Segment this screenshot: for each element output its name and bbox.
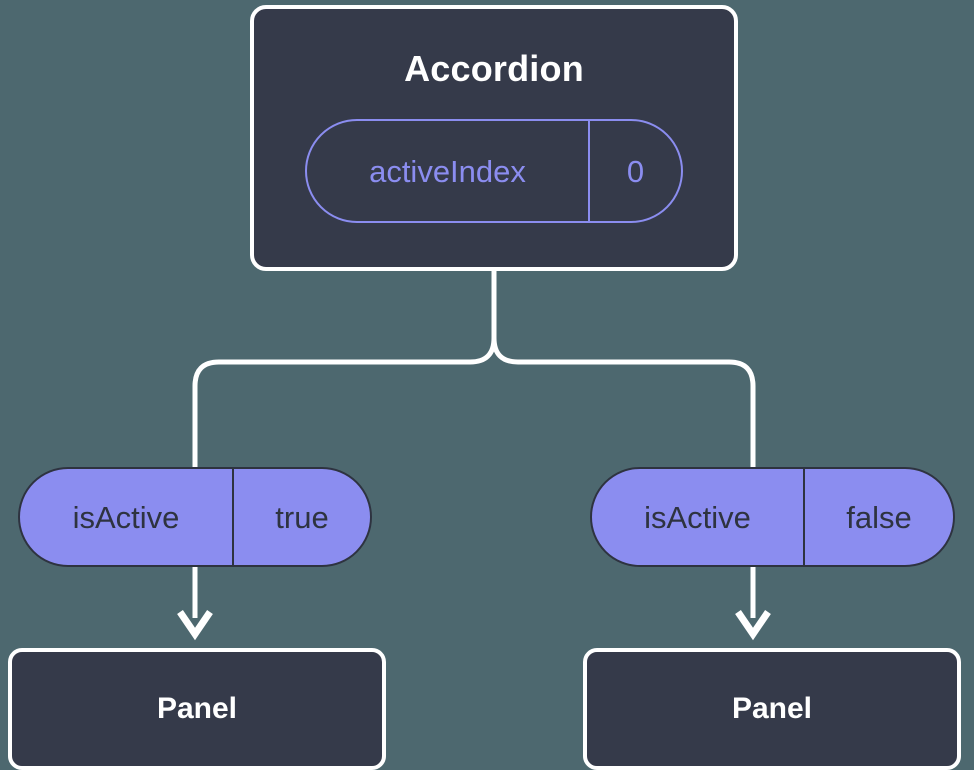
arrow-right-head — [735, 610, 771, 641]
prop-pill-right-value: false — [803, 469, 953, 565]
prop-pill-is-active-false[interactable]: isActive false — [590, 467, 955, 567]
node-accordion-label: Accordion — [404, 48, 584, 89]
state-pill-active-index[interactable]: activeIndex 0 — [305, 119, 683, 223]
branch-left-line — [192, 337, 497, 467]
node-panel-left[interactable]: Panel — [8, 648, 386, 770]
branch-right-line — [491, 337, 756, 467]
state-pill-value: 0 — [588, 121, 681, 221]
prop-pill-right-key: isActive — [644, 499, 751, 535]
node-panel-right[interactable]: Panel — [583, 648, 961, 770]
prop-pill-left-key: isActive — [72, 499, 180, 535]
prop-pill-is-active-true[interactable]: isActive true — [18, 467, 372, 567]
node-accordion[interactable]: Accordion — [250, 5, 738, 271]
prop-pill-left-value: true — [232, 469, 370, 565]
state-pill-key: activeIndex — [369, 153, 526, 189]
arrow-left-head — [177, 610, 213, 641]
node-panel-left-label: Panel — [156, 692, 238, 725]
node-panel-right-label: Panel — [731, 692, 813, 725]
